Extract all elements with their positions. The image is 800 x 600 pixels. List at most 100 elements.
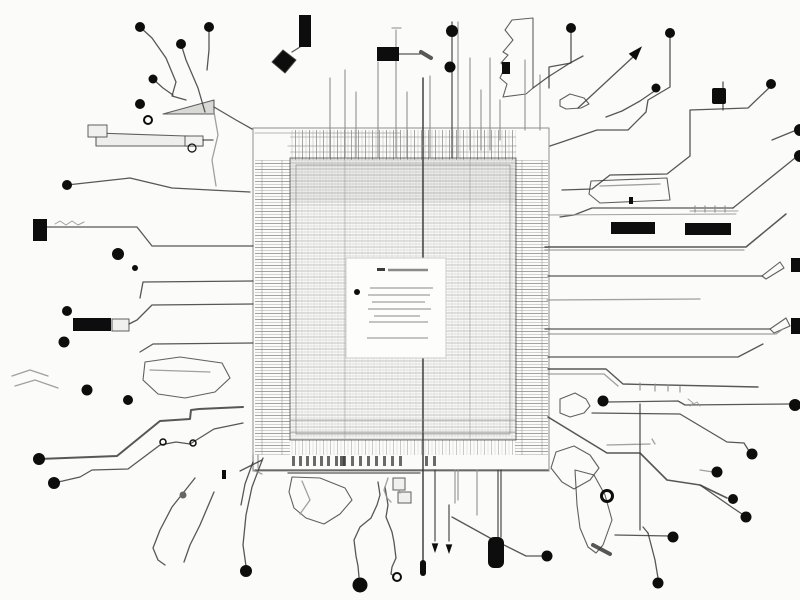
trace [180, 43, 206, 113]
pin-tick [299, 456, 302, 466]
component-block [299, 15, 311, 47]
outline-box [111, 318, 130, 332]
pin-tick [367, 456, 370, 466]
component-block [222, 470, 226, 479]
via-pad [33, 453, 45, 465]
via-pad [652, 577, 664, 589]
arrowhead-down [445, 544, 453, 554]
pin-tick [313, 456, 316, 466]
pin-tick [383, 456, 386, 466]
trace [547, 343, 764, 358]
trace [398, 489, 401, 494]
pin-tick [375, 456, 378, 466]
trace [605, 89, 657, 118]
pin-tick [399, 456, 402, 466]
pin-tick [327, 456, 330, 466]
trace [383, 477, 392, 503]
outline-shapes [87, 17, 791, 554]
via-pad [240, 565, 252, 577]
trace [532, 55, 584, 89]
via-pad [148, 74, 158, 84]
trace [548, 29, 572, 89]
trace [299, 480, 311, 515]
ring-pad [600, 489, 614, 503]
via-pad [740, 511, 752, 523]
pin-tick [306, 456, 309, 466]
trace [547, 328, 784, 335]
leg-shape-2 [574, 469, 613, 554]
trace [699, 469, 714, 473]
via-pad [48, 477, 60, 489]
die-inner-frame [295, 164, 511, 435]
via-pad [711, 466, 723, 478]
trace [38, 406, 244, 460]
trace [547, 373, 619, 387]
chip-center-label [345, 257, 447, 359]
jagged-shape [499, 17, 534, 98]
component-block [712, 88, 726, 104]
pin-band-bottom [290, 440, 516, 455]
trace [687, 398, 701, 407]
arrowhead-down [431, 543, 439, 553]
via-pad [746, 448, 758, 460]
trace [606, 443, 651, 446]
via-pad [352, 577, 368, 593]
copper-traces [11, 21, 796, 579]
pin-tick [292, 456, 295, 466]
trace [213, 106, 253, 130]
via-pad [123, 395, 133, 405]
via-pad [651, 83, 661, 93]
trace [240, 461, 254, 506]
trace [546, 298, 701, 301]
component-block [33, 219, 47, 241]
trace [547, 368, 759, 388]
trace [419, 50, 433, 60]
pin-tick [433, 456, 436, 466]
via-pad [766, 79, 776, 89]
via-pad [665, 28, 675, 38]
component-block [73, 318, 111, 331]
trace [451, 516, 542, 557]
via-pad [135, 99, 145, 109]
outline-box [184, 135, 204, 147]
trace [149, 369, 211, 373]
ring-pad [189, 439, 197, 447]
blob-bottom-center [288, 476, 353, 525]
flag-328 [769, 317, 791, 334]
blob-top-right [559, 93, 590, 110]
via-pad [667, 531, 679, 543]
outline-box [392, 477, 406, 491]
trace [642, 526, 649, 534]
via-pad [112, 248, 124, 260]
trace [139, 26, 187, 101]
component-block [377, 47, 399, 61]
trace [559, 207, 734, 218]
trace [46, 226, 254, 247]
trace [66, 177, 251, 193]
die-top-shade [290, 158, 516, 203]
trace [152, 477, 196, 566]
via-pad [789, 399, 800, 411]
component-block [502, 62, 510, 74]
via-pad [135, 22, 145, 32]
pin-tick [351, 456, 354, 466]
trace [211, 111, 219, 187]
pin-band-top [290, 130, 516, 160]
via-pad [794, 150, 800, 162]
via-pads [33, 22, 800, 593]
component-block [420, 560, 426, 576]
trace [183, 491, 215, 563]
via-pad [446, 25, 458, 37]
via-pad [566, 23, 576, 33]
trace [614, 534, 671, 537]
via-pad [176, 39, 186, 49]
trace [53, 422, 244, 484]
trace [549, 34, 671, 147]
pin-tick [320, 456, 323, 466]
pin-tick [425, 456, 428, 466]
trace [771, 130, 795, 141]
trace [561, 85, 772, 191]
label-card [345, 257, 447, 359]
via-pad [541, 550, 553, 562]
